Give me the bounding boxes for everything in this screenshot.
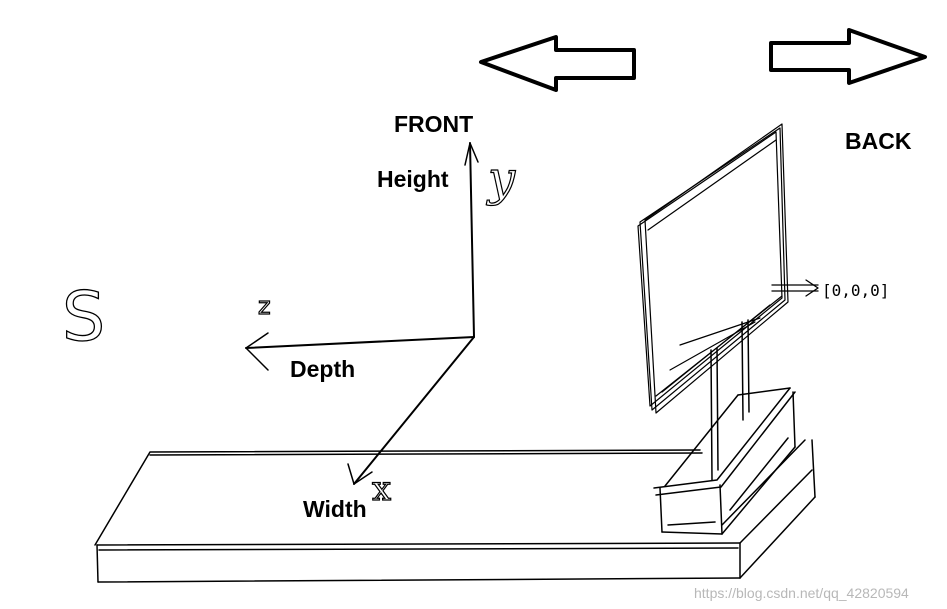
scribble-s: S <box>62 278 105 357</box>
mount-box <box>653 387 796 535</box>
z-axis-letter: z <box>258 292 271 320</box>
left-arrow-icon <box>479 35 636 92</box>
right-arrow-icon <box>769 28 927 85</box>
screen-panel <box>637 123 789 414</box>
axis-lines <box>245 142 475 485</box>
y-axis-letter: y <box>486 151 516 207</box>
width-label: Width <box>303 496 367 522</box>
origin-label: [0,0,0] <box>822 281 889 300</box>
height-label: Height <box>377 166 449 192</box>
watermark: https://blog.csdn.net/qq_42820594 <box>694 585 909 601</box>
axis-arrowheads <box>245 142 479 485</box>
x-axis-letter: x <box>372 469 391 509</box>
origin-marker <box>771 279 819 297</box>
front-label: FRONT <box>394 111 473 137</box>
depth-label: Depth <box>290 356 355 382</box>
back-label: BACK <box>845 128 912 154</box>
floor-slab <box>94 439 816 583</box>
